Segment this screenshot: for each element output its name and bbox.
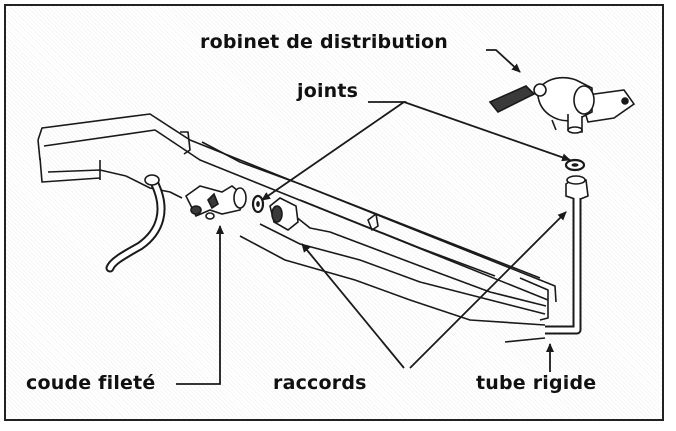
label-coude: coude fileté — [26, 372, 156, 394]
diagram-frame — [4, 4, 664, 421]
threaded-elbow — [184, 185, 247, 220]
leader-lines — [176, 49, 571, 385]
label-robinet: robinet de distribution — [200, 31, 449, 53]
label-tube: tube rigide — [476, 372, 597, 394]
washer-right — [564, 158, 586, 172]
union-nut-right — [565, 175, 589, 201]
arrow-joints-left — [261, 101, 407, 201]
arrow-raccords-right — [409, 211, 567, 369]
union-nut-left — [269, 197, 299, 231]
arrow-joints-right — [403, 101, 571, 162]
rigid-tube — [545, 198, 582, 335]
arrow-robinet — [486, 49, 521, 73]
arrow-coude — [176, 225, 224, 385]
washer-left — [251, 194, 265, 214]
tank-frame — [37, 113, 557, 343]
label-raccords: raccords — [273, 372, 367, 394]
flexible-hose — [105, 174, 166, 273]
distribution-valve — [488, 76, 636, 134]
label-joints: joints — [297, 80, 359, 102]
arrow-raccords-left — [301, 243, 405, 369]
